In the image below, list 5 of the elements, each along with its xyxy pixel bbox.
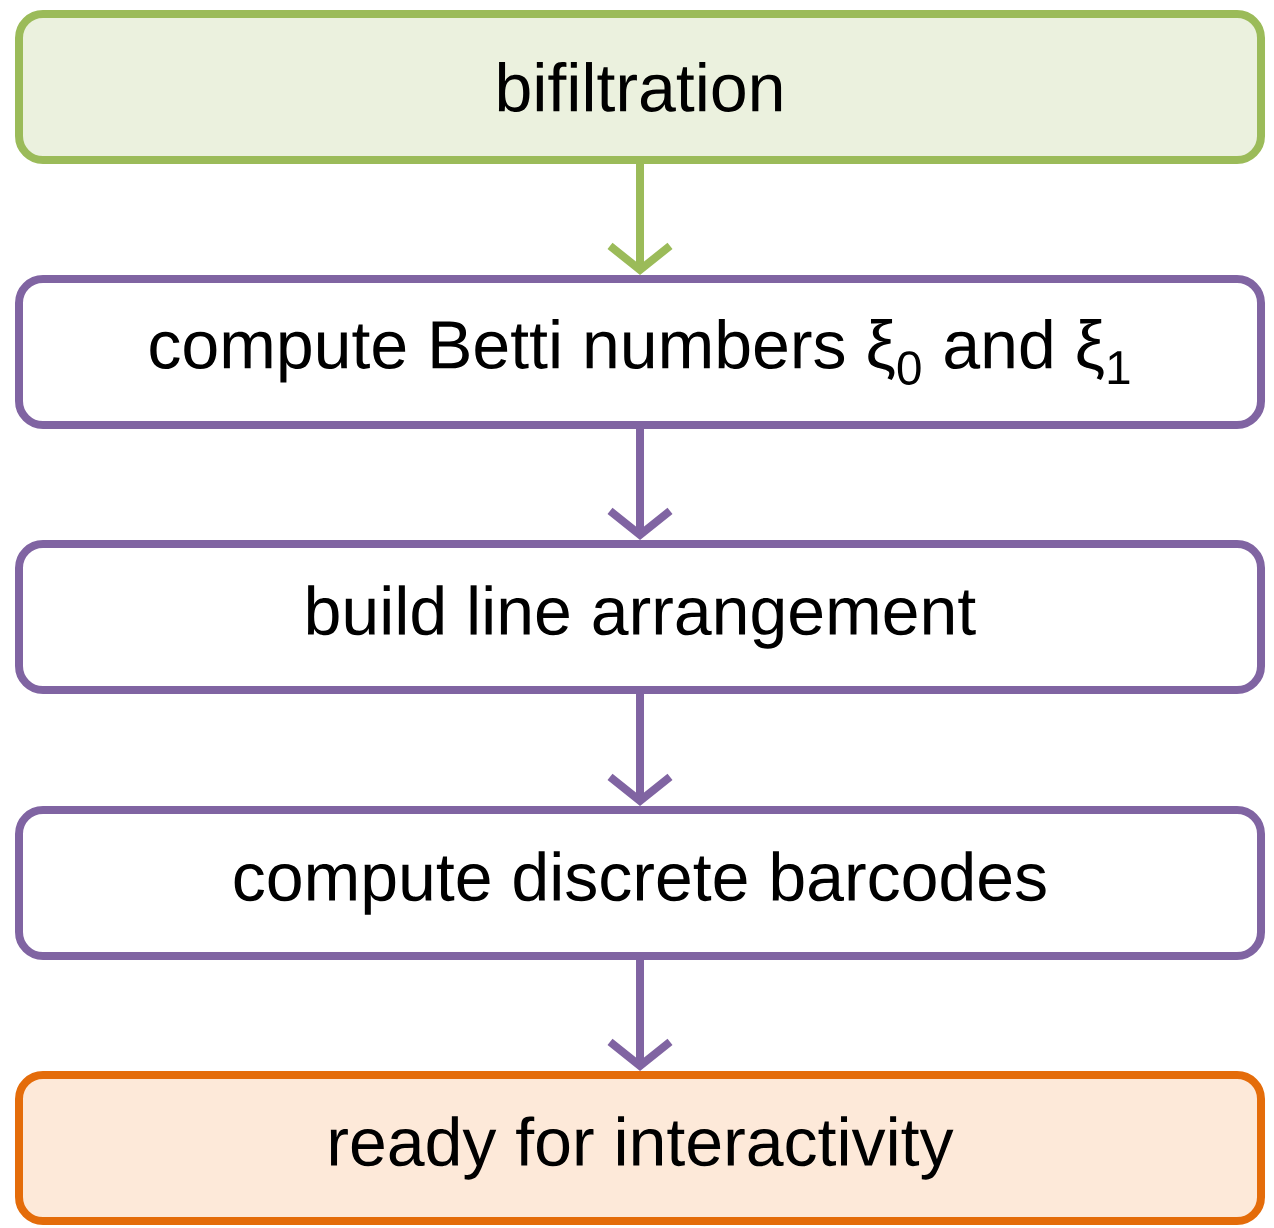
process-box: compute Betti numbers ξ$_{0}$ and ξ$_{1}$ [15,275,1265,429]
process-box: compute discrete barcodes [15,806,1265,960]
start-box: bifiltration [15,10,1265,164]
process-box: build line arrangement [15,540,1265,694]
end-box: ready for interactivity [15,1071,1265,1225]
